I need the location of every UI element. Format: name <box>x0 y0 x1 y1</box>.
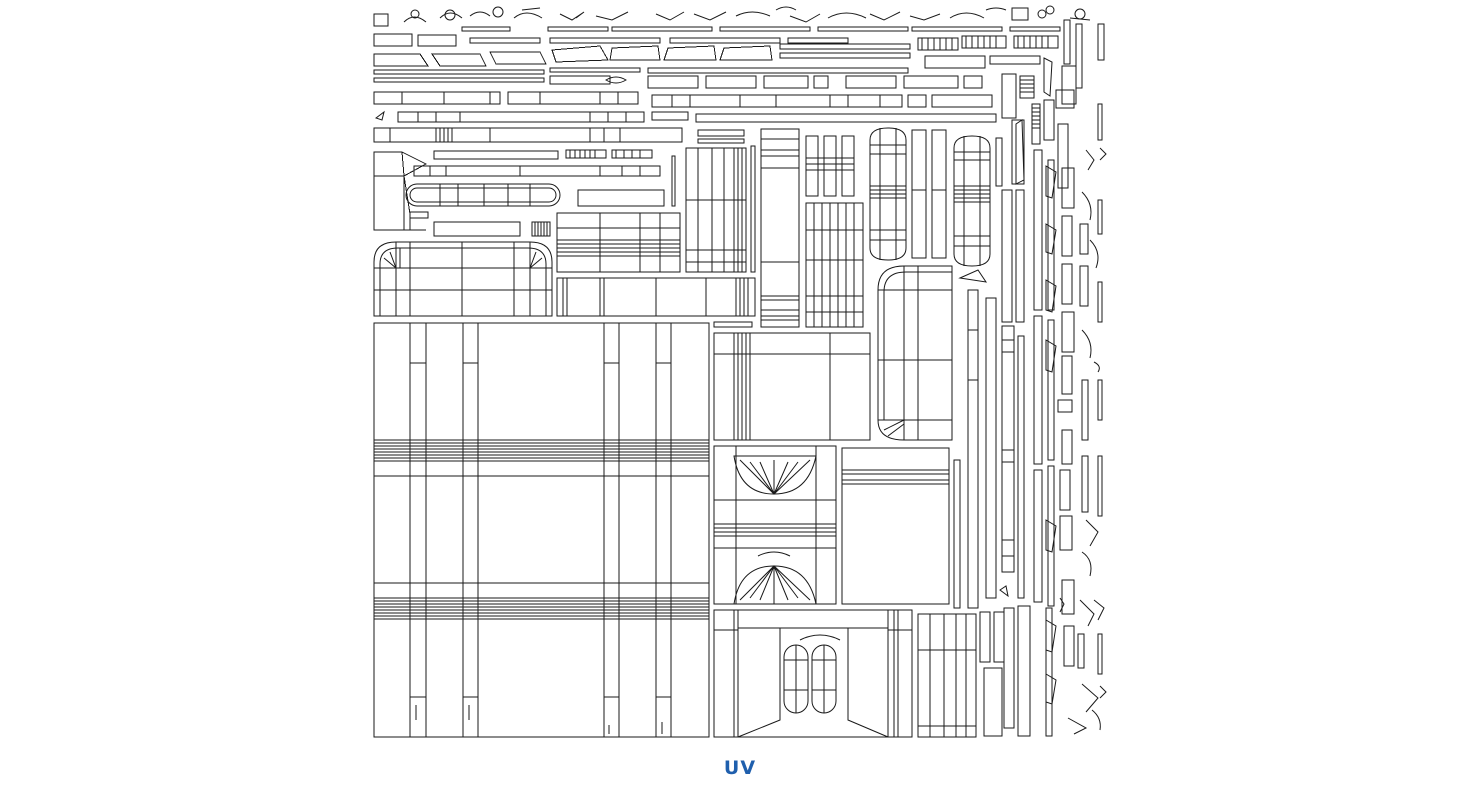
uv-island-small-columns-e <box>805 135 855 197</box>
uv-strip-subdivisions <box>389 36 1049 236</box>
uv-island-right-tall-strips <box>953 19 1083 737</box>
uv-island-strips-g <box>911 129 947 259</box>
uv-island-grid-panel-a <box>556 212 681 273</box>
uv-island-large-front-panel <box>373 322 710 738</box>
uv-island-top-curved-pieces <box>374 5 1091 121</box>
uv-island-square-panel-k <box>841 447 950 605</box>
uv-island-vertical-grid-m <box>917 613 977 738</box>
uv-island-long-panel-b <box>556 277 756 317</box>
uv-island-rounded-tall-h <box>877 265 953 441</box>
uv-island-vertical-grid-c <box>671 145 756 273</box>
uv-island-cylinder-2 <box>953 135 991 267</box>
uv-island-right-narrow-column <box>1033 23 1105 737</box>
uv-island-grid-f <box>805 202 864 328</box>
uv-island-right-small-curves <box>958 57 1107 735</box>
uv-island-vertical-panel-d <box>713 128 800 328</box>
uv-island-cylinder-1 <box>869 127 907 261</box>
uv-island-left-trapezoid <box>373 151 428 231</box>
uv-caption: UV <box>723 757 757 779</box>
uv-island-capsule <box>405 183 561 207</box>
uv-island-bottom-panel-l <box>713 609 913 738</box>
uv-island-top-strips <box>373 13 1061 237</box>
uv-island-square-panel-i <box>713 332 871 441</box>
uv-island-radial-panel-j <box>713 445 837 605</box>
uv-island-rounded-top-left <box>373 241 553 317</box>
